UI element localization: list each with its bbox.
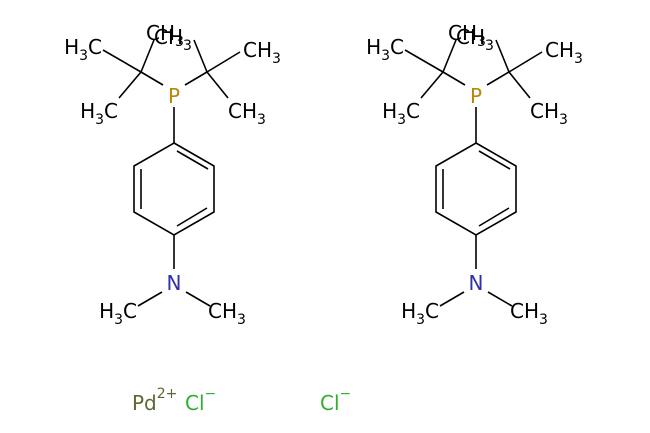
ligand-2-methyl-label-4: H3C xyxy=(382,99,420,128)
ligand-2-nitrogen-atom: N xyxy=(469,271,484,295)
bond-n-me-right xyxy=(185,291,211,307)
bond-cq-right-me2 xyxy=(206,51,241,73)
ligand-1-methyl-label-7: CH3 xyxy=(208,299,246,328)
chloride-ion-1: Cl− xyxy=(185,386,216,415)
palladium-symbol: Pd xyxy=(132,391,157,415)
bond-cq-left-me1 xyxy=(102,49,142,73)
ring-inner-bond-2 xyxy=(478,207,510,227)
palladium-ion: Pd2+ xyxy=(132,386,177,415)
ligand-1-methyl-label-5: CH3 xyxy=(243,38,281,67)
chloride-1-symbol: Cl xyxy=(185,391,205,415)
bond-p-cq-right xyxy=(184,71,208,86)
ligand-1-methyl-label-4: H3C xyxy=(80,99,118,128)
palladium-charge: 2+ xyxy=(157,386,178,402)
bond-cq-right-me2 xyxy=(508,51,543,73)
bond-n-me-left xyxy=(137,291,163,307)
ligand-1-methyl-label-2: CH3 xyxy=(146,21,184,50)
bond-n-me-left xyxy=(439,291,465,307)
bond-cq-left-me2 xyxy=(140,39,155,73)
bond-p-cq-left xyxy=(442,71,466,86)
bond-n-me-right xyxy=(487,291,513,307)
bond-cq-right-me3 xyxy=(508,71,531,99)
ligand-1-bonds xyxy=(102,39,241,307)
ligand-1-phosphorus-atom: P xyxy=(168,84,180,108)
ligand-2-methyl-label-3: CH3 xyxy=(456,25,494,54)
bond-cq-left-me3 xyxy=(118,71,142,99)
ligand-2-methyl-label-5: CH3 xyxy=(545,38,583,67)
chloride-ion-2: Cl− xyxy=(320,386,351,415)
ring-inner-bond-2 xyxy=(176,207,208,227)
ligand-2: P N H3C CH3 CH3 H3C CH3 H3C CH3 CH3 xyxy=(366,21,583,328)
ring-inner-bond-1 xyxy=(478,150,511,170)
bond-p-cq-left xyxy=(140,71,164,86)
bond-p-cq-right xyxy=(486,71,510,86)
bond-cq-left-me1 xyxy=(404,49,444,73)
ligand-2-methyl-label-7: CH3 xyxy=(510,299,548,328)
ring-inner-bond-1 xyxy=(176,150,209,170)
chloride-2-symbol: Cl xyxy=(320,391,340,415)
ligand-1: P N H3C CH3 CH3 H3C CH3 H3C CH3 CH3 xyxy=(64,21,281,328)
ligand-2-methyl-label-6: H3C xyxy=(401,299,439,328)
ligand-1-methyl-label-8: CH3 xyxy=(228,99,266,128)
ligand-1-nitrogen-atom: N xyxy=(167,271,182,295)
benzene-ring xyxy=(133,142,215,236)
chloride-2-charge: − xyxy=(340,386,352,402)
ligand-1-methyl-label-1: H3C xyxy=(64,35,102,64)
bond-cq-right-me1 xyxy=(495,39,510,73)
ligand-2-methyl-label-1: H3C xyxy=(366,35,404,64)
ligand-2-phosphorus-atom: P xyxy=(470,84,482,108)
bond-cq-left-me3 xyxy=(420,71,444,99)
ligand-1-methyl-label-3: CH3 xyxy=(154,25,192,54)
counter-ions: Pd2+ Cl− Cl− xyxy=(132,386,351,415)
chloride-1-charge: − xyxy=(205,386,217,402)
ligand-2-methyl-label-2: CH3 xyxy=(448,21,486,50)
ligand-2-bonds xyxy=(404,39,543,307)
bond-cq-left-me2 xyxy=(442,39,457,73)
bond-cq-right-me3 xyxy=(206,71,229,99)
ligand-1-methyl-label-6: H3C xyxy=(99,299,137,328)
bond-cq-right-me1 xyxy=(193,39,208,73)
benzene-ring xyxy=(435,142,517,236)
ligand-2-methyl-label-8: CH3 xyxy=(530,99,568,128)
